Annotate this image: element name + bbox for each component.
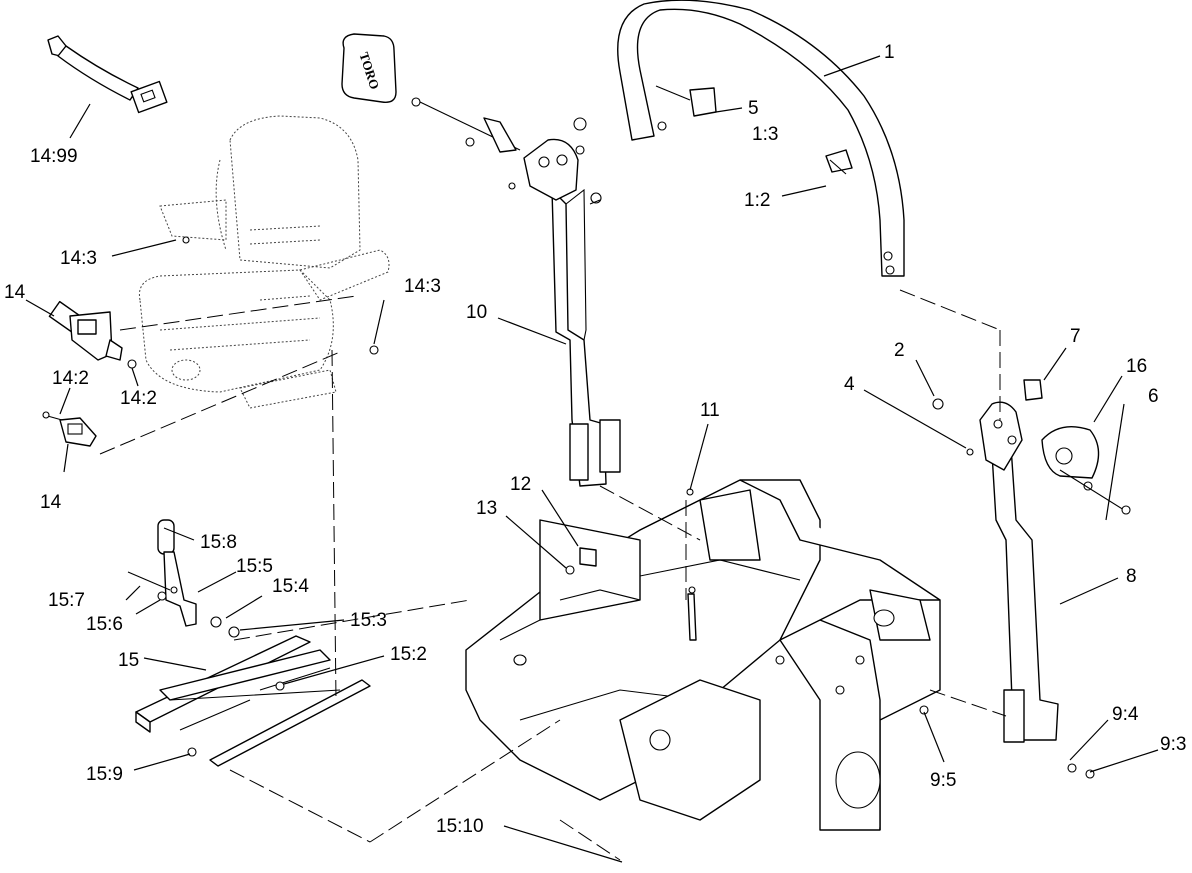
seat-adjust-lever [127, 519, 240, 638]
callout-9-3: 9:3 [1160, 734, 1186, 755]
callout-15-5: 15:5 [236, 556, 273, 577]
toro-decal: TORO [341, 33, 397, 103]
callout-16: 16 [1126, 356, 1147, 377]
callout-14-3: 14:3 [60, 248, 97, 269]
callout-15-10: 15:10 [436, 816, 484, 837]
operator-seat [138, 115, 390, 409]
seat-bolt [369, 345, 379, 355]
callout-1: 1 [884, 42, 895, 63]
callout-labels: 14:99 14:3 14:3 14 14:2 14:2 14 10 1 5 1… [4, 42, 1186, 837]
callout-15-2: 15:2 [390, 644, 427, 665]
callout-14-3: 14:3 [404, 276, 441, 297]
callout-13: 13 [476, 498, 497, 519]
seat-bolt-hole [182, 236, 190, 244]
callout-9-4: 9:4 [1112, 704, 1139, 725]
callout-15-7: 15:7 [48, 590, 85, 611]
callout-4: 4 [844, 374, 855, 395]
callout-14-99: 14:99 [30, 146, 78, 167]
seat-slide-assembly [135, 635, 371, 767]
seat-belt-strap [47, 35, 168, 114]
callout-14-2: 14:2 [120, 388, 157, 409]
seat-belt-buckle-lower [42, 411, 97, 447]
callout-14: 14 [4, 282, 26, 303]
callout-15-3: 15:3 [350, 610, 387, 631]
callout-15-8: 15:8 [200, 532, 237, 553]
callout-15-9: 15:9 [86, 764, 123, 785]
callout-2: 2 [894, 340, 905, 361]
callout-15-6: 15:6 [86, 614, 123, 635]
callout-14: 14 [40, 492, 62, 513]
callout-8: 8 [1126, 566, 1137, 587]
callout-9-5: 9:5 [930, 770, 956, 791]
callout-7: 7 [1070, 326, 1081, 347]
roll-bar-upper [617, 0, 905, 277]
assembly-lines [99, 199, 1007, 861]
roll-bar-mount-right [932, 379, 1131, 779]
callout-1-2: 1:2 [744, 190, 770, 211]
callout-leaders [25, 55, 1159, 863]
callout-10: 10 [466, 302, 487, 323]
callout-5: 5 [748, 98, 759, 119]
callout-6: 6 [1148, 386, 1159, 407]
callout-15-4: 15:4 [272, 576, 309, 597]
roll-bar-mount-left [411, 97, 621, 487]
main-frame [465, 479, 941, 831]
callout-14-2: 14:2 [52, 368, 89, 389]
callout-1-3: 1:3 [752, 124, 778, 145]
callout-15: 15 [118, 650, 139, 671]
callout-11: 11 [700, 400, 720, 421]
callout-12: 12 [510, 474, 531, 495]
seat-belt-buckle-upper [48, 300, 137, 369]
